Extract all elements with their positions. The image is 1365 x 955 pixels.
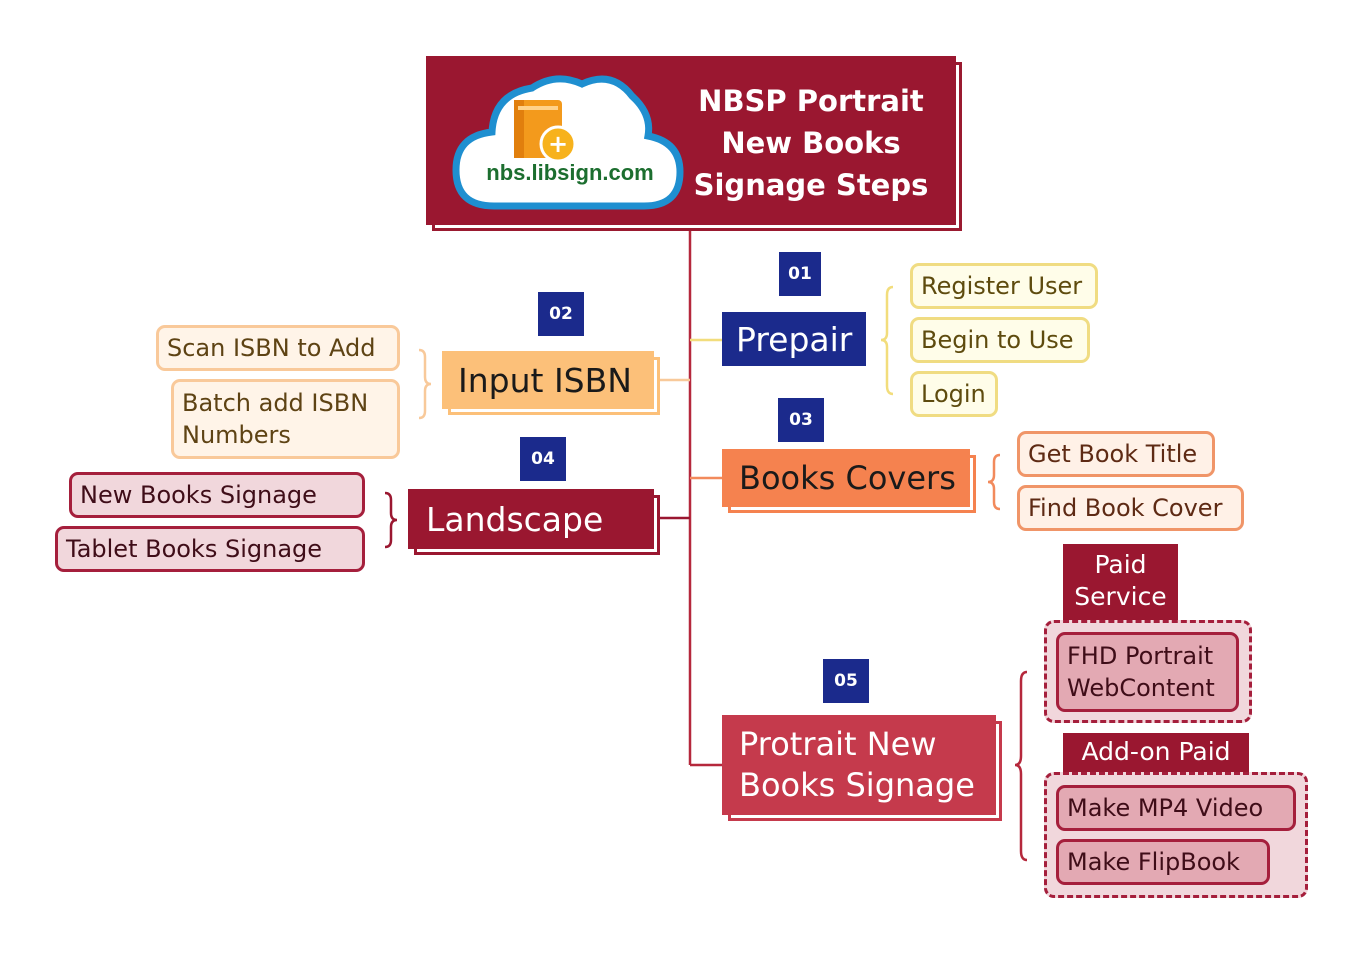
brace-portrait <box>1014 670 1028 862</box>
leaf-find-book-cover: Find Book Cover <box>1017 485 1244 531</box>
leaf-scan-isbn: Scan ISBN to Add <box>156 325 400 371</box>
leaf-get-book-title: Get Book Title <box>1017 431 1215 477</box>
step-badge-01: 01 <box>779 252 821 296</box>
root-title-line: New Books <box>721 126 901 160</box>
topic-landscape: Landscape <box>408 489 654 549</box>
leaf-make-flipbook: Make FlipBook <box>1056 839 1270 885</box>
leaf-line: FHD Portrait <box>1067 642 1214 670</box>
leaf-batch-add-isbn: Batch add ISBN Numbers <box>171 379 400 459</box>
brace-input-isbn <box>418 348 432 420</box>
leaf-register-user: Register User <box>910 263 1098 309</box>
topic-books-covers: Books Covers <box>722 449 970 507</box>
topic-portrait-label-line: Protrait New <box>739 725 937 763</box>
leaf-line: WebContent <box>1067 674 1215 702</box>
leaf-begin-to-use: Begin to Use <box>910 317 1090 363</box>
paid-service-tag-line: Service <box>1074 582 1167 611</box>
topic-books-covers-label: Books Covers <box>739 459 956 497</box>
topic-portrait: Protrait New Books Signage <box>722 715 996 815</box>
topic-input-isbn: Input ISBN <box>442 351 654 409</box>
step-badge-02: 02 <box>538 292 584 336</box>
topic-prepair: Prepair <box>722 312 866 366</box>
topic-portrait-label-line: Books Signage <box>739 766 975 804</box>
svg-text:+: + <box>548 130 568 158</box>
root-title-line: Signage Steps <box>693 168 929 202</box>
cloud-logo-icon: + <box>452 75 684 210</box>
leaf-fhd-portrait-webcontent: FHD Portrait WebContent <box>1056 632 1239 712</box>
logo-text: nbs.libsign.com <box>486 160 654 185</box>
brace-books-covers <box>987 453 1001 511</box>
root-title: NBSP Portrait New Books Signage Steps <box>680 80 942 206</box>
paid-service-tag-line: Paid <box>1094 550 1147 579</box>
leaf-login: Login <box>910 371 998 417</box>
step-badge-04: 04 <box>520 437 566 481</box>
topic-prepair-label: Prepair <box>736 319 853 359</box>
topic-landscape-label: Landscape <box>426 499 604 539</box>
step-badge-05: 05 <box>823 659 869 703</box>
topic-input-isbn-label: Input ISBN <box>458 360 632 400</box>
leaf-make-mp4-video: Make MP4 Video <box>1056 785 1296 831</box>
brace-landscape <box>384 491 398 549</box>
root-title-line: NBSP Portrait <box>698 84 924 118</box>
paid-service-tag: Paid Service <box>1063 544 1178 620</box>
addon-paid-tag: Add-on Paid <box>1063 733 1249 773</box>
leaf-tablet-books-signage: Tablet Books Signage <box>55 526 365 572</box>
brace-prepair <box>880 285 894 396</box>
step-badge-03: 03 <box>778 398 824 442</box>
leaf-new-books-signage: New Books Signage <box>69 472 365 518</box>
